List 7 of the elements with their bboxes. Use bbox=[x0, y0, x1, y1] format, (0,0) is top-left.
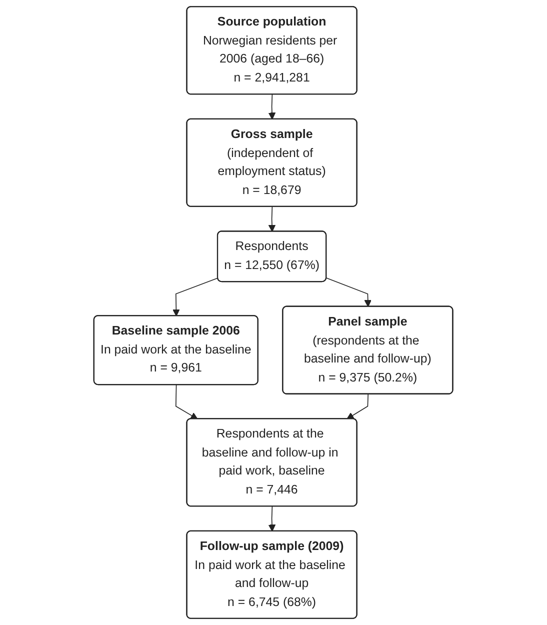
arrow bbox=[172, 278, 219, 316]
arrow bbox=[268, 506, 276, 532]
arrow bbox=[346, 394, 369, 420]
arrow bbox=[326, 278, 372, 308]
arrow bbox=[176, 384, 198, 420]
arrow bbox=[268, 206, 276, 232]
arrow bbox=[268, 94, 276, 120]
